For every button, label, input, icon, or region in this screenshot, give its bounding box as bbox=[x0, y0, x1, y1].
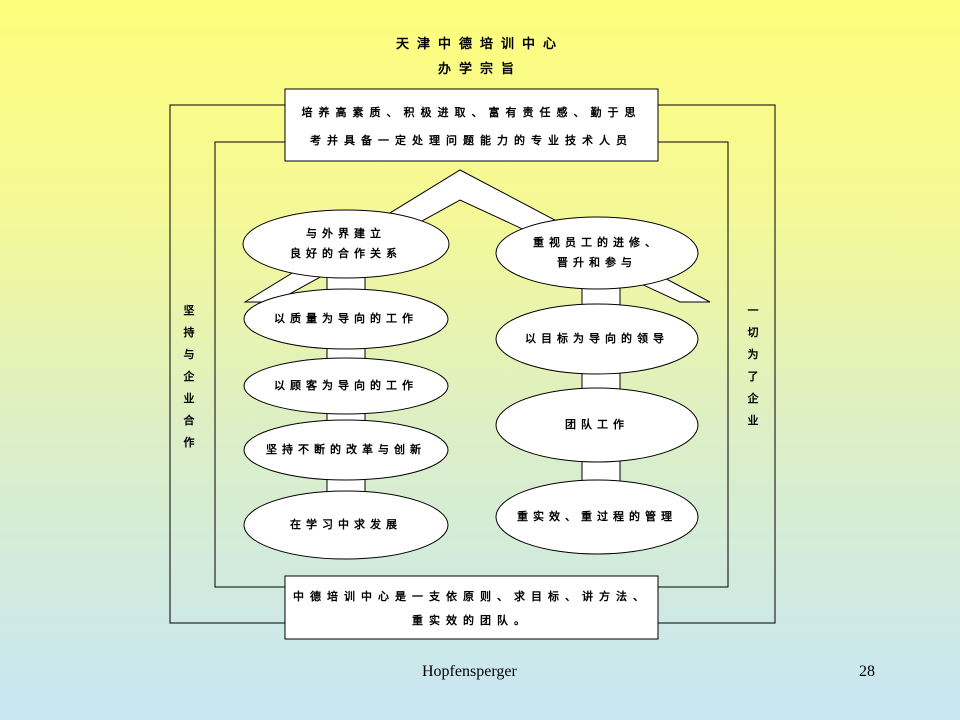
bottom-team-text: 中德培训中心是一支依原则、求目标、讲方法、 重实效的团队。 bbox=[285, 586, 658, 632]
oval-left-3 bbox=[243, 357, 449, 415]
oval-right-4-line-1: 重实效、重过程的管理 bbox=[517, 510, 677, 523]
oval-left-2 bbox=[243, 288, 449, 350]
top-purpose-box bbox=[284, 88, 659, 162]
oval-right-2 bbox=[495, 303, 699, 375]
right-vertical-text: 一切为了企业 bbox=[747, 304, 759, 427]
oval-right-3-text: 团队工作 bbox=[496, 388, 698, 462]
oval-left-4-text: 坚持不断的改革与创新 bbox=[244, 420, 448, 480]
oval-right-3 bbox=[495, 387, 699, 463]
oval-right-4-text: 重实效、重过程的管理 bbox=[496, 480, 698, 554]
oval-right-1-line-1: 重视员工的进修、 bbox=[533, 236, 661, 249]
top-purpose-line-2: 考并具备一定处理问题能力的专业技术人员 bbox=[310, 134, 633, 147]
left-vertical-text: 坚持与企业合作 bbox=[183, 304, 195, 449]
oval-right-1-text: 重视员工的进修、 晋升和参与 bbox=[496, 217, 698, 289]
oval-right-2-line-1: 以目标为导向的领导 bbox=[525, 332, 669, 345]
oval-left-4 bbox=[243, 419, 449, 481]
oval-left-1-line-2: 良好的合作关系 bbox=[290, 247, 402, 260]
top-purpose-line-1: 培养高素质、积极进取、富有责任感、勤于思 bbox=[301, 106, 642, 119]
bottom-team-line-2: 重实效的团队。 bbox=[412, 614, 531, 627]
oval-left-5 bbox=[243, 490, 449, 560]
bottom-team-line-1: 中德培训中心是一支依原则、求目标、讲方法、 bbox=[293, 590, 650, 603]
oval-left-3-line-1: 以顾客为导向的工作 bbox=[274, 379, 418, 392]
oval-left-1 bbox=[242, 209, 450, 279]
oval-right-4 bbox=[495, 479, 699, 555]
bottom-team-box bbox=[284, 575, 659, 640]
inner-frame bbox=[214, 141, 729, 588]
mission-title: 办学宗旨 bbox=[437, 62, 522, 77]
oval-left-3-text: 以顾客为导向的工作 bbox=[244, 358, 448, 414]
oval-right-3-line-1: 团队工作 bbox=[565, 418, 629, 431]
footer-author: Hopfensperger bbox=[422, 663, 517, 680]
oval-left-2-line-1: 以质量为导向的工作 bbox=[274, 312, 418, 325]
oval-left-5-text: 在学习中求发展 bbox=[244, 491, 448, 559]
oval-right-2-text: 以目标为导向的领导 bbox=[496, 304, 698, 374]
footer-page-number: 28 bbox=[859, 663, 875, 680]
oval-left-4-line-1: 坚持不断的改革与创新 bbox=[266, 443, 426, 456]
oval-right-1 bbox=[495, 216, 699, 290]
oval-left-5-line-1: 在学习中求发展 bbox=[290, 518, 402, 531]
oval-left-2-text: 以质量为导向的工作 bbox=[244, 289, 448, 349]
top-purpose-text: 培养高素质、积极进取、富有责任感、勤于思 考并具备一定处理问题能力的专业技术人员 bbox=[285, 102, 658, 152]
oval-left-1-line-1: 与外界建立 bbox=[306, 227, 386, 240]
oval-right-1-line-2: 晋升和参与 bbox=[557, 256, 637, 269]
oval-left-1-text: 与外界建立 良好的合作关系 bbox=[244, 212, 448, 276]
center-name-title: 天津中德培训中心 bbox=[395, 37, 564, 52]
